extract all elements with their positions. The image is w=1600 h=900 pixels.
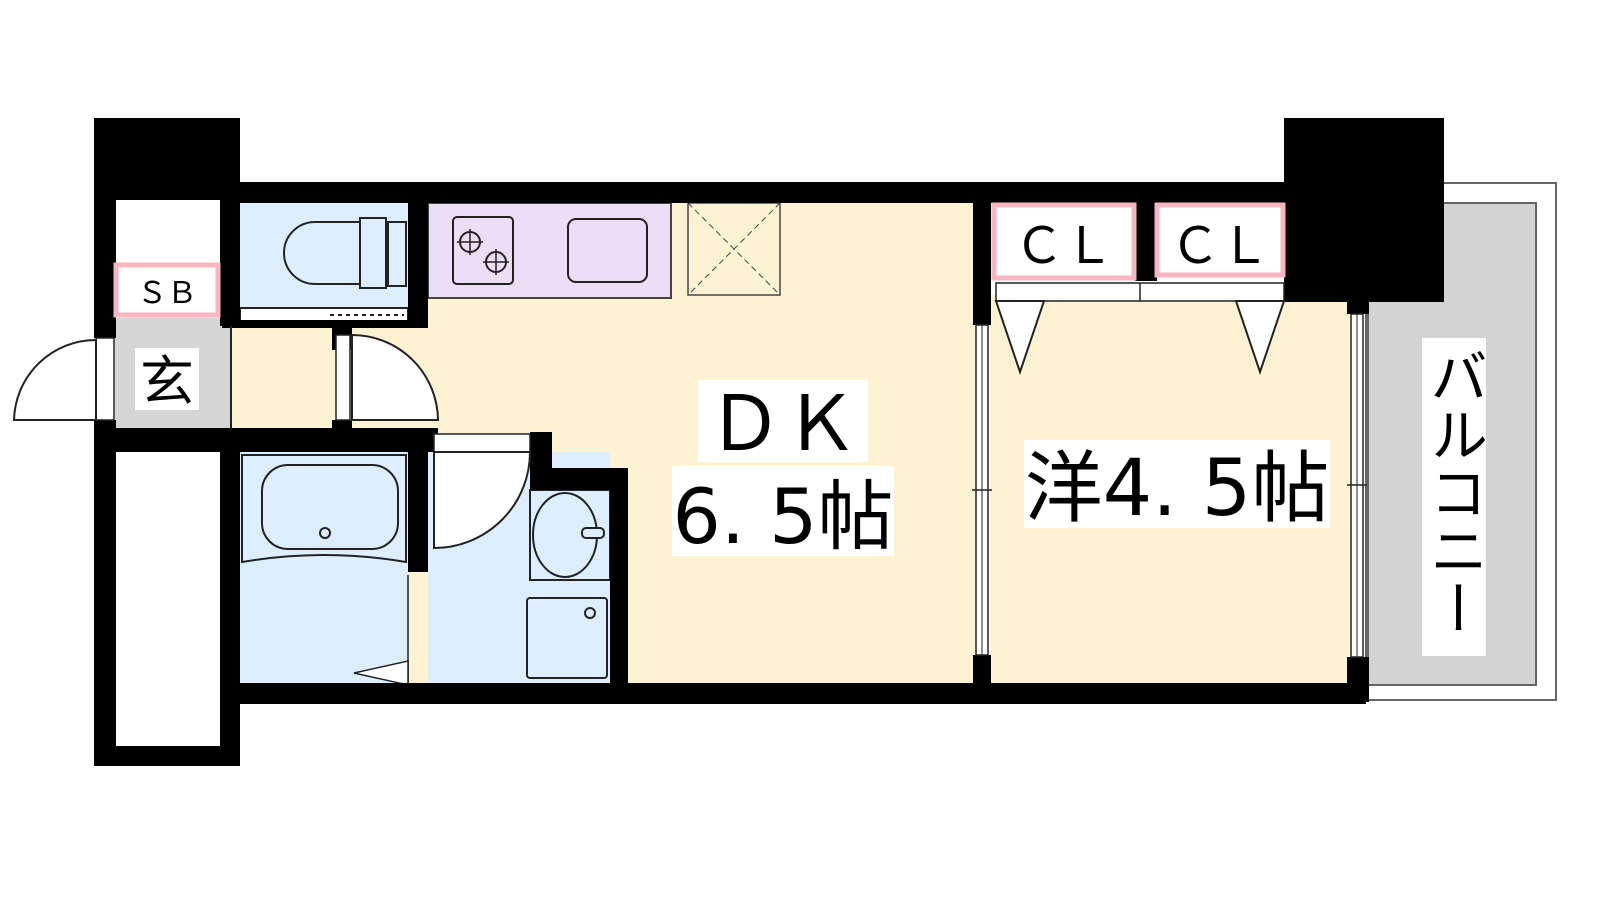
- sliding-door-dk-western[interactable]: [972, 324, 992, 656]
- entrance-label: 玄: [140, 350, 194, 413]
- walls: [94, 118, 1444, 766]
- bathtub-icon: [241, 454, 409, 686]
- washroom-door[interactable]: [433, 433, 532, 550]
- shoe-box: [113, 262, 221, 318]
- entrance-wall: [230, 326, 232, 430]
- washer-pan-icon: [526, 597, 608, 679]
- washbasin-icon: [529, 489, 611, 581]
- kitchen-counter: [427, 202, 672, 299]
- toilet-door[interactable]: [335, 333, 440, 421]
- closet-2-box: [1154, 202, 1286, 278]
- stove-icon: [452, 216, 514, 285]
- closet-rail: [995, 282, 1285, 302]
- outer-storage: [115, 452, 220, 747]
- balcony-label: バルコニー: [1420, 347, 1488, 637]
- closet-2-label: ＣＬ: [1170, 217, 1270, 275]
- western-room-label: 洋4. 5帖: [1025, 444, 1330, 534]
- dk-size-label: 6. 5帖: [672, 472, 893, 561]
- sink-icon: [567, 218, 648, 283]
- toilet-icon: [239, 217, 409, 323]
- closet-door-right[interactable]: [1234, 300, 1286, 376]
- sliding-door-balcony[interactable]: [1347, 313, 1367, 658]
- front-door[interactable]: [12, 337, 115, 421]
- dk-label: ＤＫ: [707, 379, 859, 468]
- closet-1-box: [991, 202, 1137, 281]
- shoe-box-label: ＳＢ: [137, 276, 197, 311]
- closet-1-label: ＣＬ: [1014, 217, 1114, 275]
- closet-door-left[interactable]: [994, 300, 1046, 376]
